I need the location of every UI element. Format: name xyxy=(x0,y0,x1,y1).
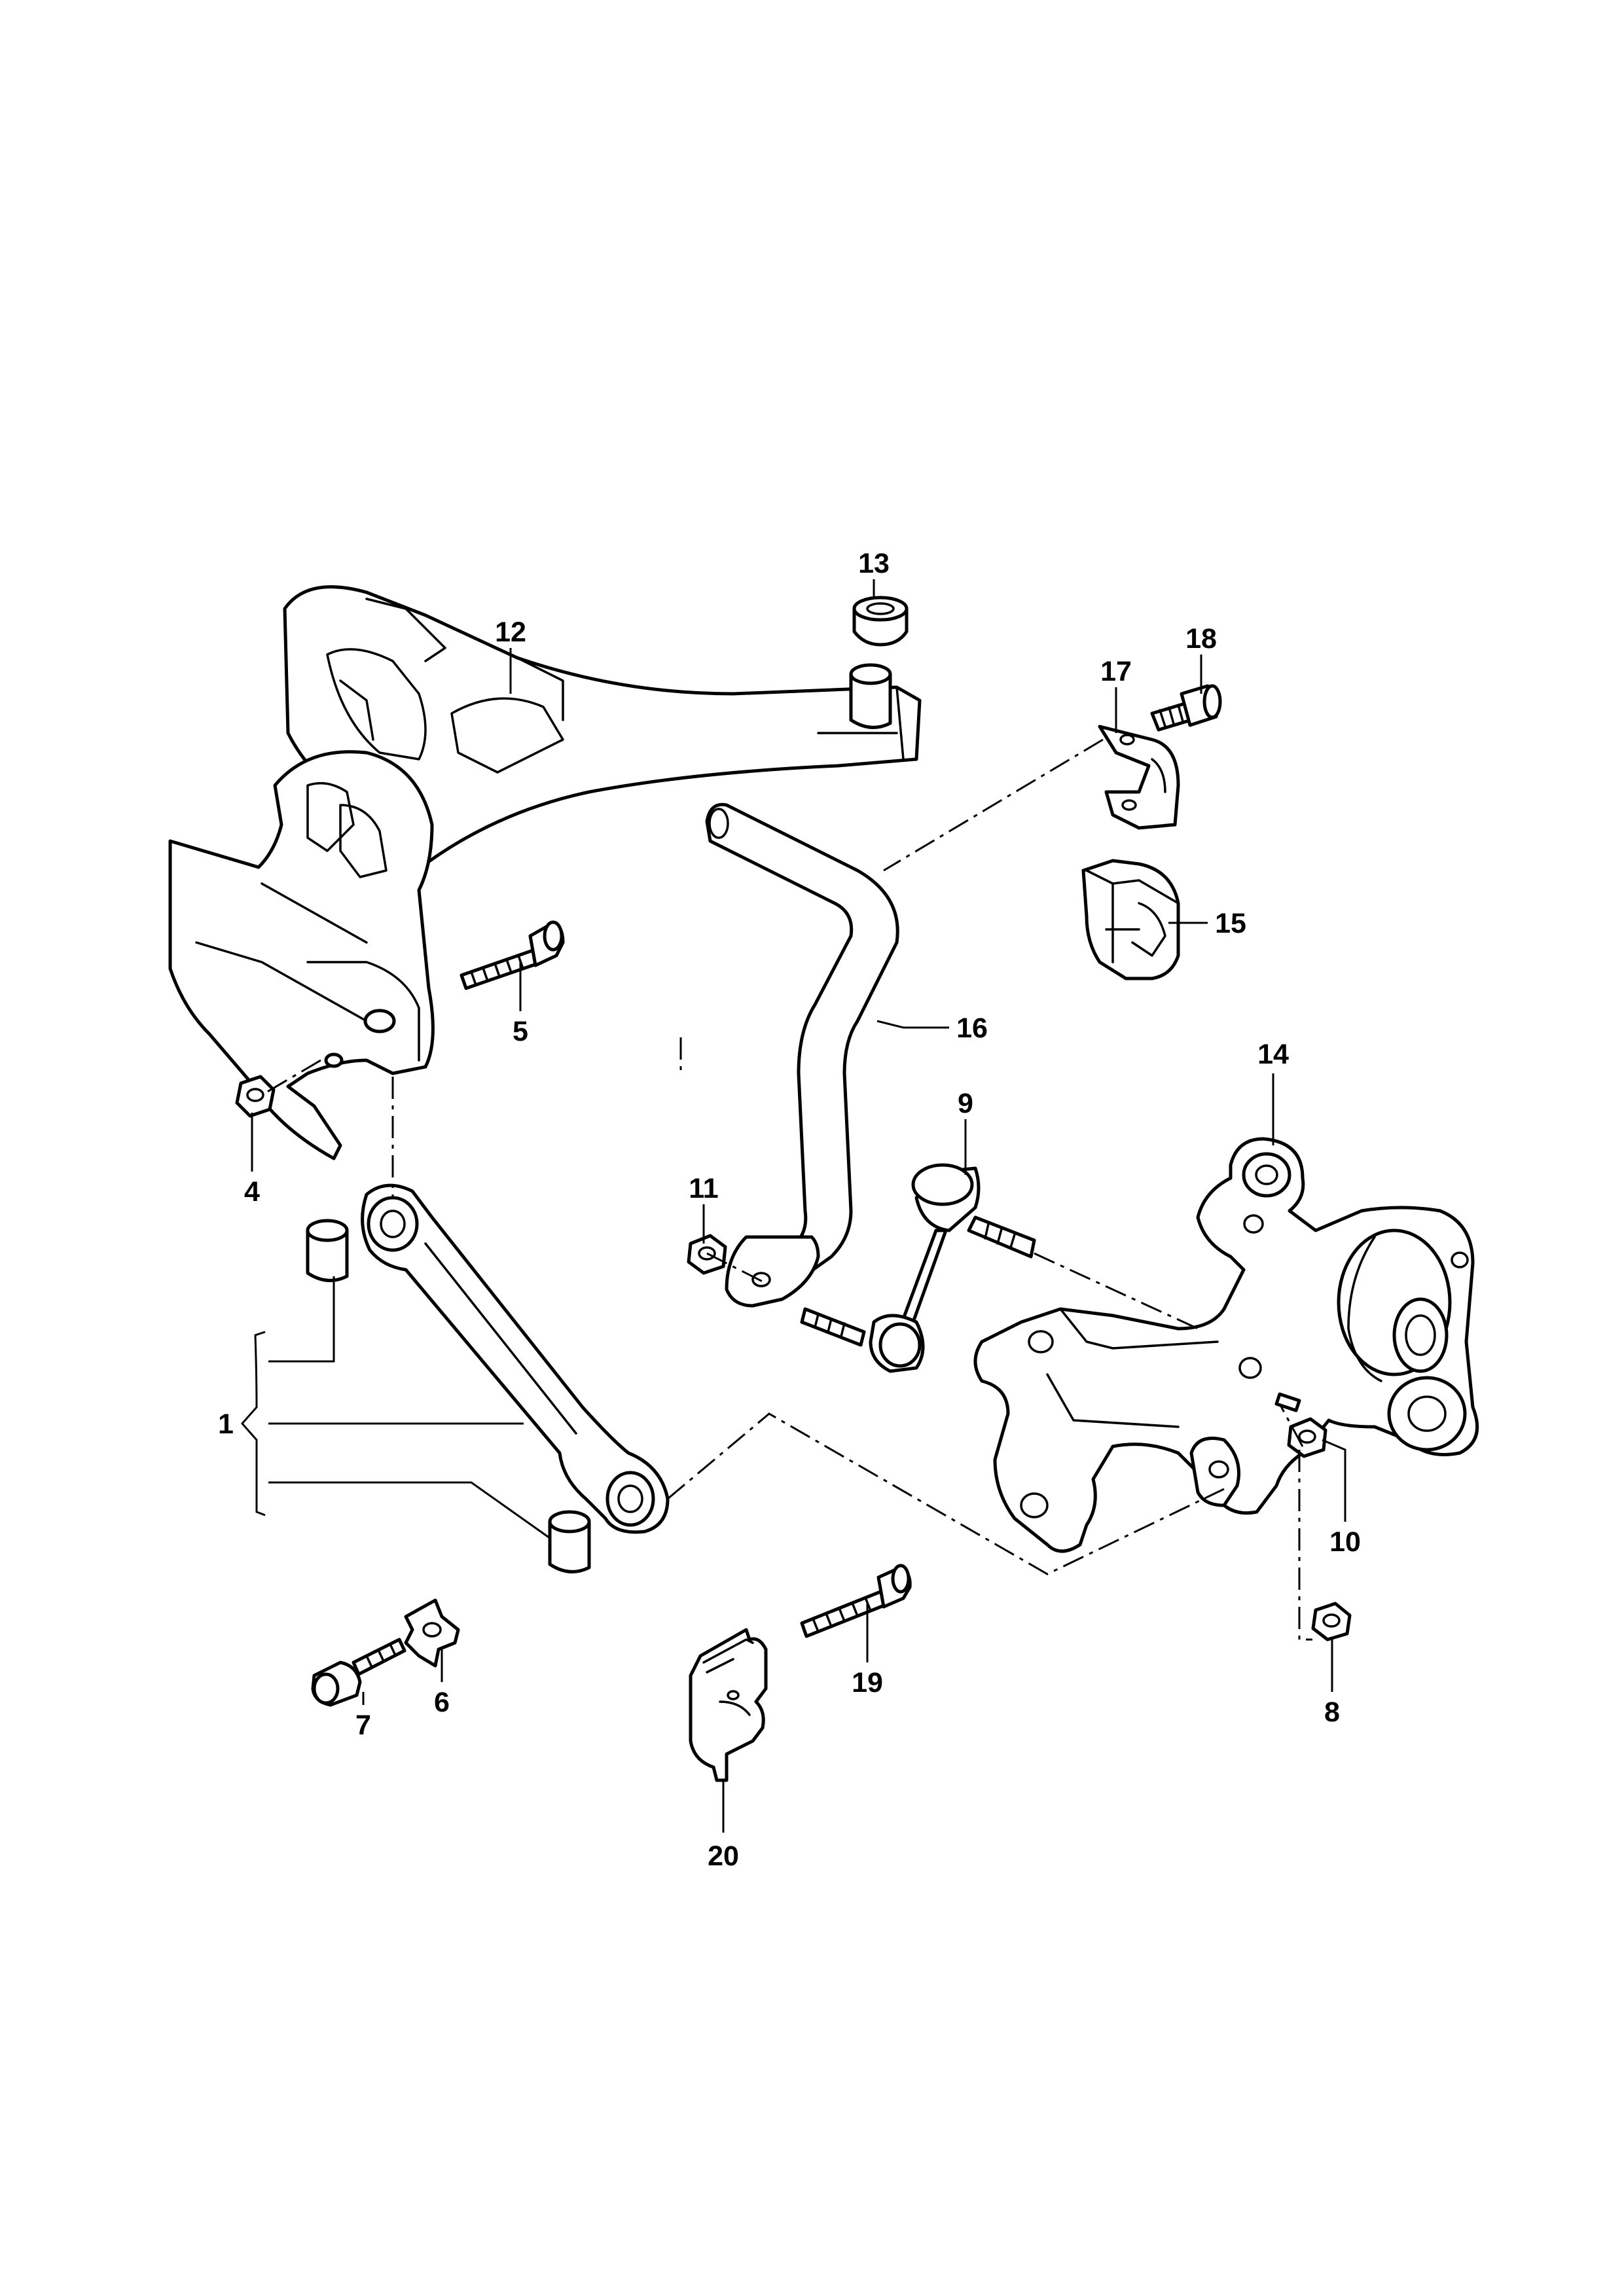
bolt-part-19[interactable] xyxy=(800,1564,912,1638)
nut-part-10[interactable] xyxy=(1287,1417,1327,1458)
callout-16[interactable]: 16 xyxy=(956,1013,988,1044)
nut-part-4[interactable] xyxy=(235,1075,276,1118)
bush-lower-part-1[interactable] xyxy=(548,1510,591,1573)
clamp-part-17[interactable] xyxy=(1098,725,1180,830)
callout-8[interactable]: 8 xyxy=(1324,1696,1340,1728)
callout-6[interactable]: 6 xyxy=(434,1687,450,1718)
callout-17[interactable]: 17 xyxy=(1100,656,1132,687)
bolt-part-5[interactable] xyxy=(460,920,565,990)
bump-stop-part-13[interactable] xyxy=(849,596,909,729)
wheel-bearing-housing-part-14[interactable] xyxy=(973,1137,1479,1553)
callout-12[interactable]: 12 xyxy=(495,617,526,648)
callout-20[interactable]: 20 xyxy=(708,1840,739,1872)
stabiliser-bar-part-16[interactable] xyxy=(705,802,899,1308)
callout-11[interactable]: 11 xyxy=(689,1173,718,1204)
assembly-lines xyxy=(264,738,1312,1641)
callout-4[interactable]: 4 xyxy=(244,1176,260,1208)
bush-part-15[interactable] xyxy=(1081,859,1180,980)
callout-10[interactable]: 10 xyxy=(1329,1526,1361,1558)
cover-part-20[interactable] xyxy=(689,1628,768,1782)
callout-5[interactable]: 5 xyxy=(513,1016,528,1047)
callout-7[interactable]: 7 xyxy=(355,1710,371,1741)
bush-upper-part-1[interactable] xyxy=(306,1219,349,1282)
subframe-part-12[interactable] xyxy=(168,585,922,1160)
callout-1[interactable]: 1 xyxy=(218,1408,234,1440)
washer-part-6[interactable] xyxy=(404,1598,460,1668)
callout-14[interactable]: 14 xyxy=(1257,1039,1289,1070)
callouts: 13 12 18 17 15 16 14 5 9 11 4 1 10 19 7 … xyxy=(218,548,1361,1872)
callout-9[interactable]: 9 xyxy=(958,1088,973,1119)
track-control-link-part-1[interactable] xyxy=(361,1183,670,1534)
leader-lines xyxy=(241,579,1346,1833)
coupling-rod-part-9[interactable] xyxy=(800,1163,1036,1373)
callout-15[interactable]: 15 xyxy=(1215,908,1246,939)
bolt-part-7[interactable] xyxy=(311,1638,406,1707)
callout-13[interactable]: 13 xyxy=(858,548,890,579)
bolt-part-18[interactable] xyxy=(1150,684,1222,732)
callout-18[interactable]: 18 xyxy=(1185,623,1217,655)
callout-19[interactable]: 19 xyxy=(852,1667,883,1698)
nut-part-8[interactable] xyxy=(1311,1602,1352,1641)
